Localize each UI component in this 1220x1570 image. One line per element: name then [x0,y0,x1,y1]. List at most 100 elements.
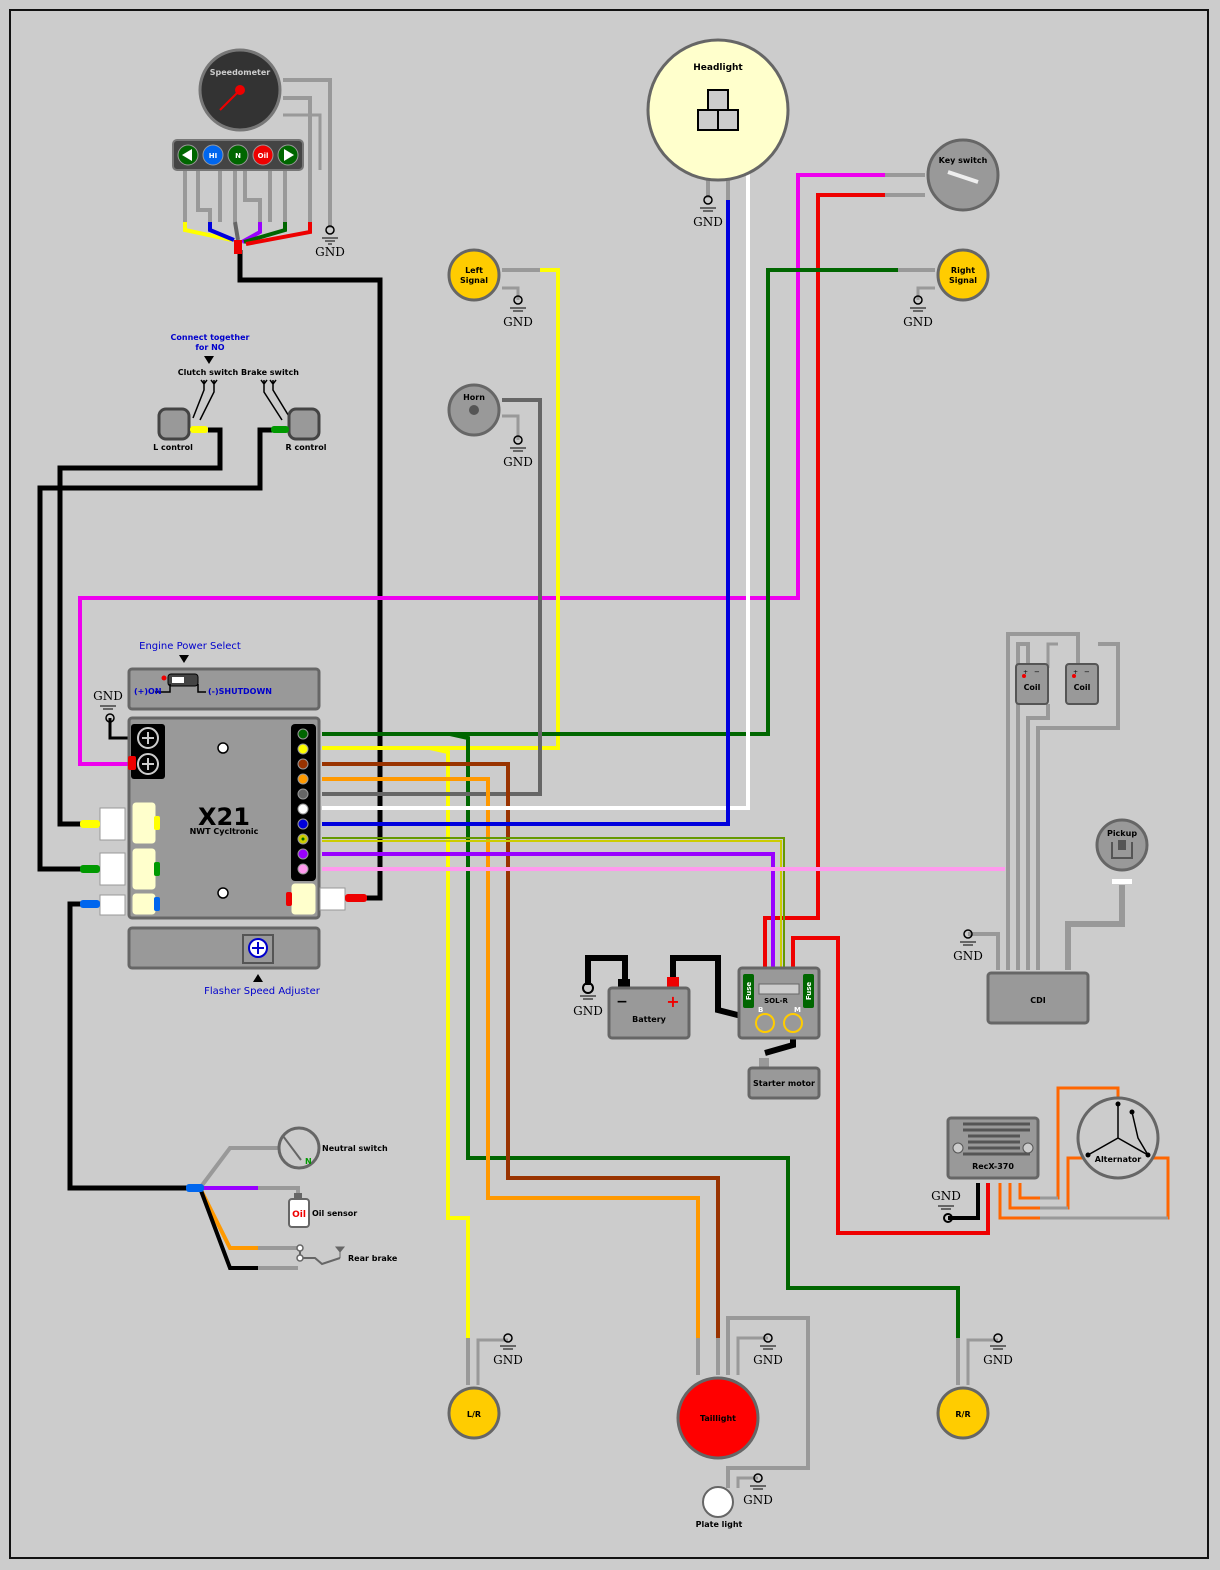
shutdown-label: (-)SHUTDOWN [208,687,272,696]
arrow-down-icon [179,655,189,663]
neutral-glyph: N [305,1157,312,1166]
oil-sensor-label: Oil sensor [312,1209,357,1218]
gnd-label: GND [573,1004,603,1018]
headlight-label: Headlight [693,63,743,73]
rear-connector [186,1184,204,1192]
rear-brake-switch: Rear brake [296,1244,398,1266]
right-signal: Right Signal [936,248,990,302]
alternator: Alternator [1076,1096,1160,1180]
connect-note-2: for NO [195,343,224,352]
oil-glyph: Oil [292,1210,306,1220]
gnd-icon: GND [693,195,723,229]
r-control-label: R control [286,443,327,452]
rr-signal: R/R [936,1386,990,1440]
gnd-icon: GND [953,929,983,963]
oil-sensor: Oil Oil sensor [288,1193,357,1228]
rr-label: R/R [955,1410,970,1419]
gnd-label: GND [503,315,533,329]
brake-pedal-icon [299,1251,341,1266]
oil-indicator [252,144,274,166]
arrow-down-icon [204,356,214,364]
coil-1: Coil + − [1015,663,1049,705]
battery-label: Battery [632,1015,667,1024]
alternator-winding-icon [1087,1104,1149,1156]
mount-hole-icon [217,887,229,899]
gnd-label: GND [503,455,533,469]
horn: Horn [447,383,501,437]
flasher-adjuster: Flasher Speed Adjuster [127,926,321,997]
gnd-icon: GND [493,1333,523,1367]
ground-symbols: GND GND GND GND GND GND GND GND GND GND … [93,195,1013,1507]
right-signal-label-1: Right [951,266,975,275]
neutral-switch: N Neutral switch [277,1126,388,1170]
battery-plus-icon: + [666,992,679,1011]
l-control-label: L control [153,443,193,452]
r-control [287,407,321,441]
pin-strip [291,724,316,881]
gnd-label: GND [693,215,723,229]
controller-subtitle: NWT Cycltronic [190,827,259,836]
lr-label: L/R [467,1410,481,1419]
controller-title: X21 [198,803,250,831]
l-control-connector [190,426,208,433]
neutral-switch-label: Neutral switch [322,1144,388,1153]
diagram-frame [9,9,1209,1559]
gnd-label: GND [93,689,123,703]
x21-controller: X21 NWT Cycltronic [80,716,367,920]
key-icon [947,170,979,184]
coil-label: Coil [1024,683,1041,692]
high-beam-label: HI [209,152,217,160]
neutral-switch-icon [282,1135,302,1161]
connect-note-1: Connect together [171,333,250,342]
pickup: Pickup [1095,818,1149,884]
svg-text:−: − [1084,668,1090,676]
flasher-label: Flasher Speed Adjuster [204,986,321,997]
neutral-label: N [235,152,241,160]
gnd-icon: GND [573,982,603,1018]
coil-2: Coil + − [1065,663,1099,705]
r-control-connector [271,426,289,433]
gnd-label: GND [493,1353,523,1367]
gnd-icon: GND [315,225,345,259]
wires [37,78,1170,1488]
plus-terminal-icon [137,727,159,749]
svg-text:+: + [1073,669,1078,676]
engine-power-select-label: Engine Power Select [139,641,241,652]
regulator: RecX-370 [946,1116,1040,1180]
terminal-b-label: B [758,1006,763,1014]
battery-minus-icon: − [616,994,628,1010]
fuse-label: Fuse [805,982,813,1001]
starter-motor-label: Starter motor [753,1079,815,1088]
plate-light: Plate light [696,1486,743,1529]
gnd-icon: GND [931,1189,961,1223]
plate-light-label: Plate light [696,1520,743,1529]
l-control [157,407,191,441]
cdi: CDI [986,971,1090,1025]
oil-label: Oil [258,152,269,160]
gnd-label: GND [743,1493,773,1507]
rear-brake-label: Rear brake [348,1254,398,1263]
gnd-label: GND [753,1353,783,1367]
left-signal-label-2: Signal [460,276,488,285]
horn-label: Horn [463,393,485,402]
svg-text:−: − [1034,668,1040,676]
right-signal-label-2: Signal [949,276,977,285]
coil-label: Coil [1074,683,1091,692]
brake-switch-label: Brake switch [241,368,299,377]
gnd-icon: GND [503,435,533,469]
on-label: (+)ON [134,687,162,696]
key-switch: Key switch [926,138,1000,212]
gnd-icon: GND [753,1333,783,1367]
gnd-icon: GND [903,295,933,329]
speedometer-label: Speedometer [210,68,271,77]
handlebar-controls: Connect together for NO Clutch switch Br… [153,333,327,452]
solenoid: Fuse Fuse SOL-R B M [737,966,821,1040]
gnd-label: GND [953,949,983,963]
power-terminals [131,724,165,779]
engine-power-select: Engine Power Select (+)ON (-)SHUTDOWN [127,641,321,711]
horn-icon [469,405,479,415]
indicator-panel: HI N Oil [172,139,304,171]
gnd-label: GND [903,315,933,329]
mount-hole-icon [217,742,229,754]
